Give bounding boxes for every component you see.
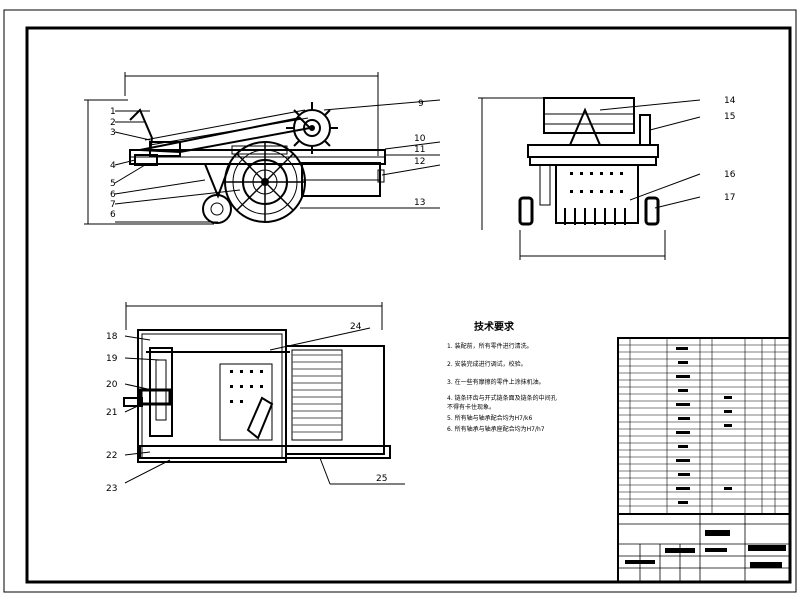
part-label-1: 1: [110, 107, 116, 117]
part-label-8: 6: [110, 210, 116, 220]
part-label-19: 19: [106, 354, 118, 364]
part-label-14: 14: [724, 96, 736, 106]
parts-list-table: [617, 337, 791, 583]
part-label-23: 23: [106, 484, 117, 494]
part-label-24: 24: [350, 322, 362, 332]
tech-note-5: 5. 所有轴与轴承配合均为H7/k6: [447, 414, 532, 422]
part-label-18: 18: [106, 332, 118, 342]
part-label-22: 22: [106, 451, 117, 461]
part-label-15: 15: [724, 112, 735, 122]
part-label-21: 21: [106, 408, 117, 418]
sheet-inner-border: [25, 26, 792, 584]
tech-note-4: 4. 链条环齿与开式链条面及链条的中间孔: [447, 394, 557, 402]
top-view: [123, 302, 405, 485]
tech-note-4b: 不得有卡住现象。: [447, 403, 495, 411]
part-label-20: 20: [106, 380, 118, 390]
part-label-9: 9: [418, 99, 424, 109]
part-label-10: 10: [414, 134, 426, 144]
sheet-outer-border: [3, 9, 797, 593]
part-label-12: 12: [414, 157, 425, 167]
tech-note-2: 2. 安装完成进行调试，校验。: [447, 360, 527, 368]
part-label-3: 3: [110, 128, 116, 138]
tech-requirements-title: 技术要求: [474, 320, 515, 333]
part-label-6: 6: [110, 190, 116, 200]
part-label-2: 2: [110, 118, 116, 128]
part-label-16: 16: [724, 170, 736, 180]
part-label-17: 17: [724, 193, 735, 203]
tech-note-3: 3. 在一些有摩擦的零件上涂抹机油。: [447, 378, 545, 386]
part-label-13: 13: [414, 198, 425, 208]
part-label-25: 25: [376, 474, 387, 484]
part-label-5: 5: [110, 179, 116, 189]
tech-note-1: 1. 装配前，所有零件进行清洗。: [447, 342, 533, 350]
front-view: [478, 97, 701, 260]
part-label-4: 4: [110, 161, 116, 171]
part-label-11: 11: [414, 145, 425, 155]
side-view: [84, 72, 441, 225]
tech-note-6: 6. 所有轴承与轴承座配合均为H7/h7: [447, 425, 545, 433]
part-label-7: 7: [110, 200, 116, 210]
